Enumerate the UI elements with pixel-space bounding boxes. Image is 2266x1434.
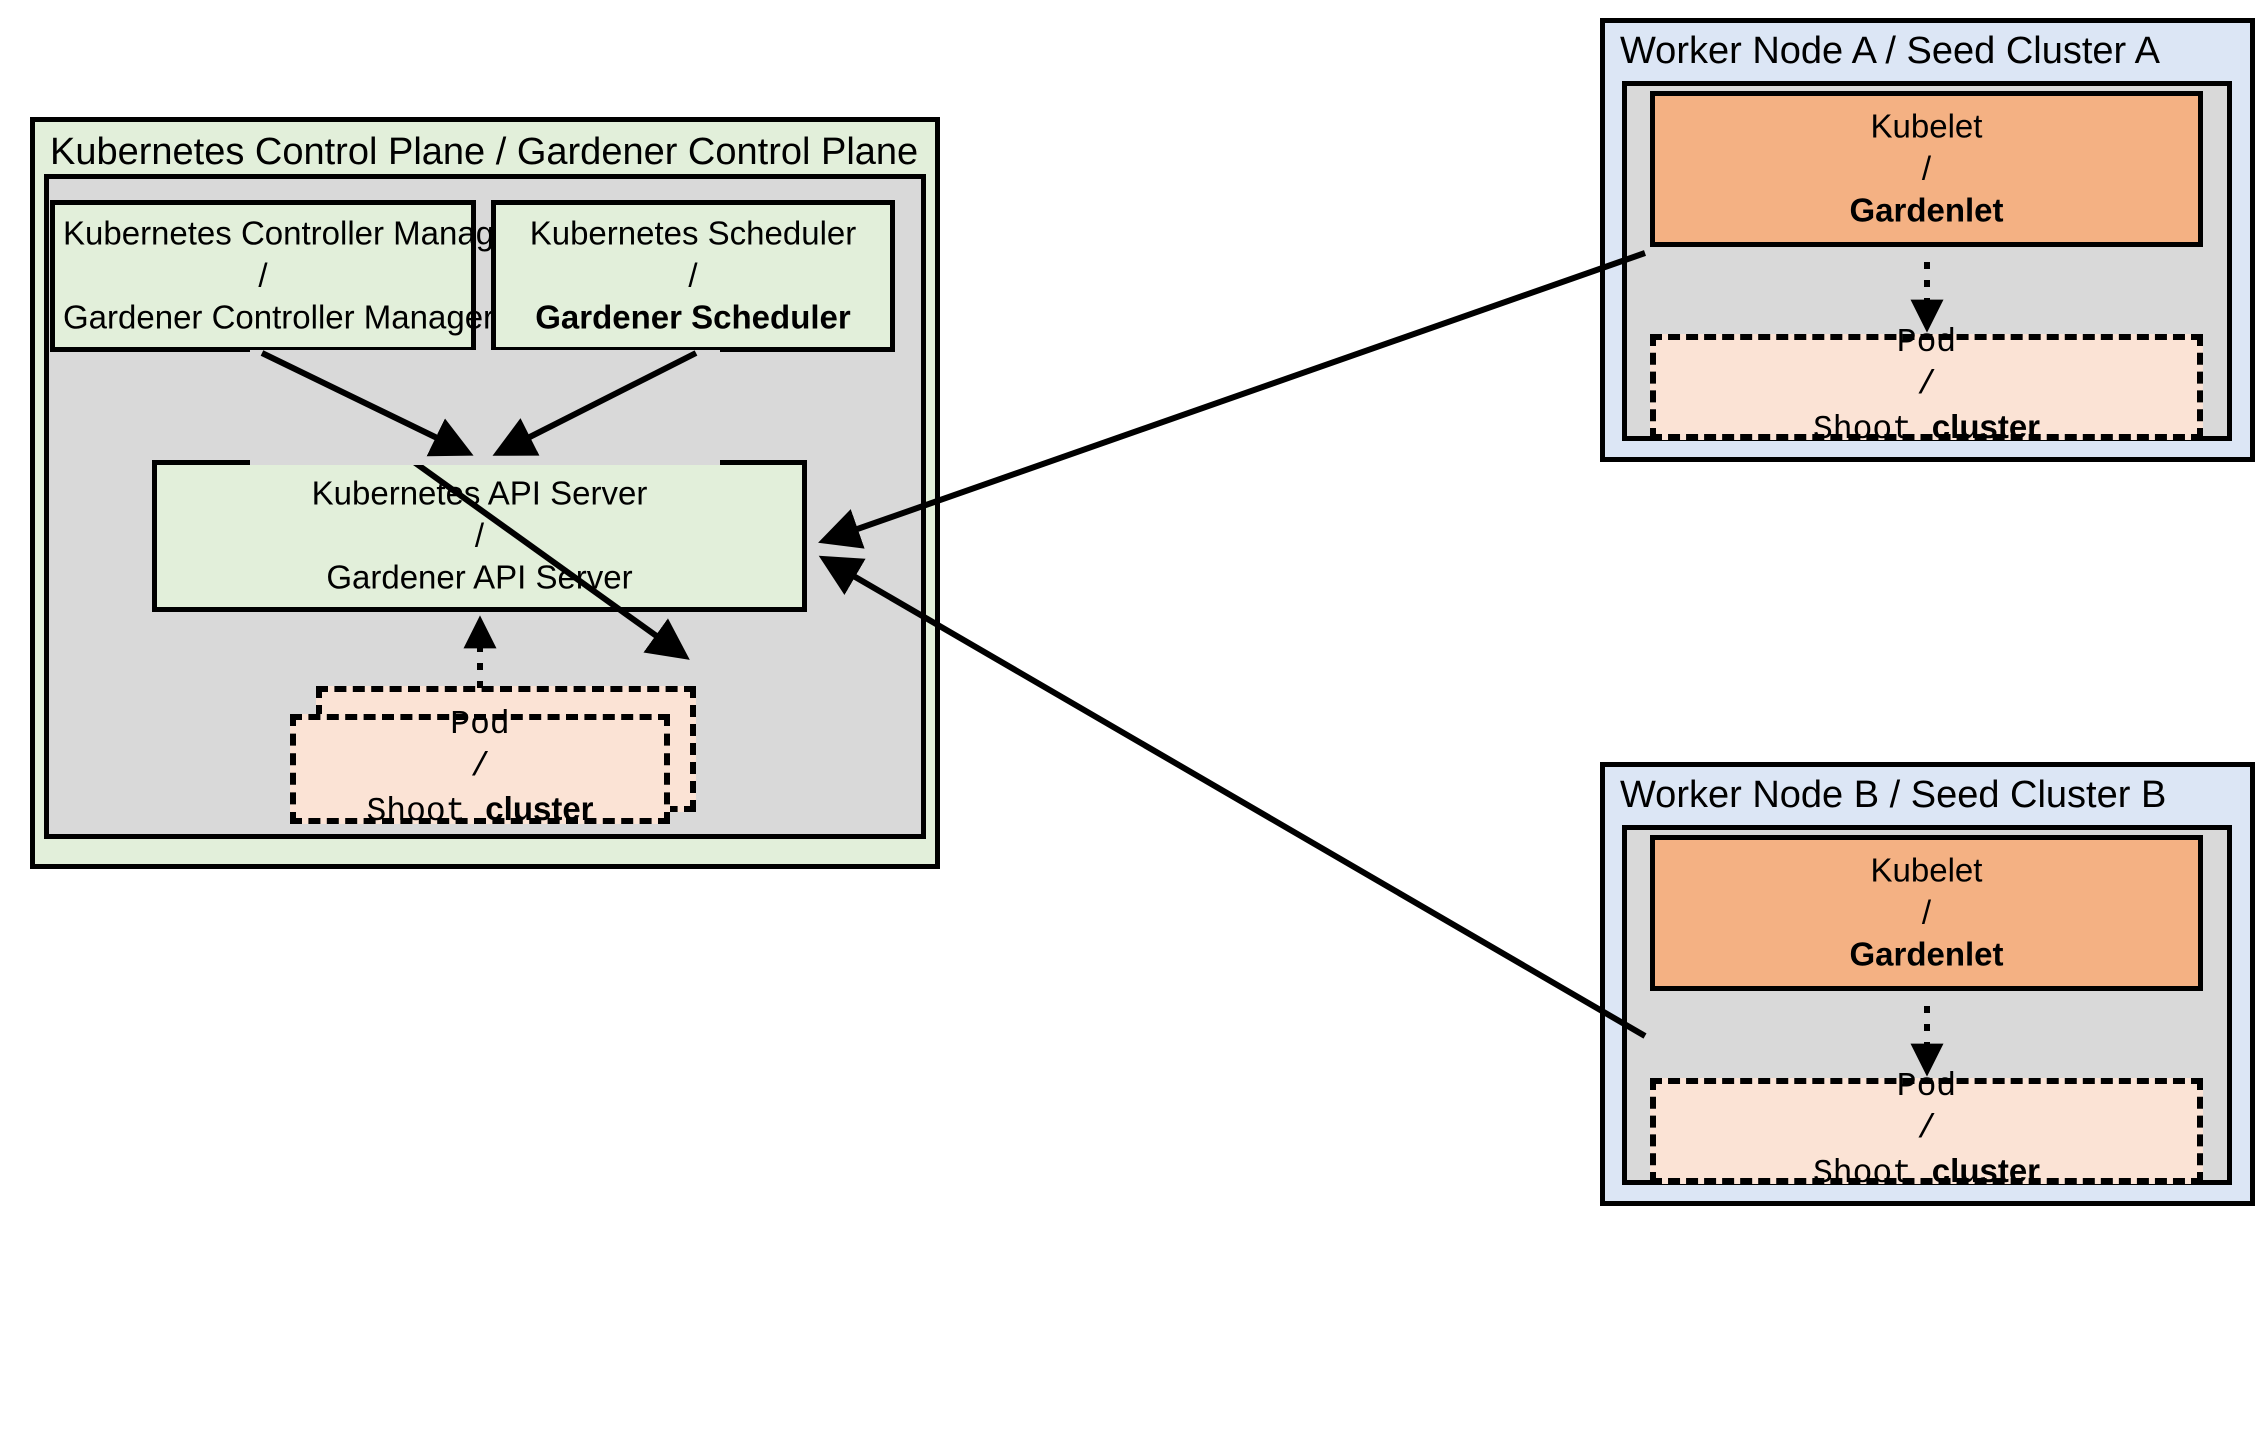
control-plane-pod-box[interactable]: Pod / Shoot cluster [290,706,670,831]
shoot-cluster-line: Shoot cluster [366,790,594,831]
worker-node-b-pod-label: Pod / Shoot cluster [1656,1066,2197,1196]
worker-node-a-pod-label: Pod / Shoot cluster [1656,322,2197,452]
gardenlet-b-label: Kubelet / Gardenlet [1849,851,2004,974]
scheduler-label: Kubernetes Scheduler / Gardener Schedule… [529,214,857,337]
shoot-cluster-line: Shoot cluster [1812,408,2041,449]
controller-manager-label: Kubernetes Controller Manager / Gardener… [63,214,524,337]
kubernetes-api-server-box[interactable]: Kubernetes API Server / Gardener API Ser… [152,460,807,612]
control-plane-pod-label: Pod / Shoot cluster [296,704,664,834]
gardenlet-a-label: Kubelet / Gardenlet [1849,107,2004,230]
worker-node-b-title: Worker Node B / Seed Cluster B [1620,774,2167,816]
worker-node-b-pod-box[interactable]: Pod / Shoot cluster [1650,1068,2203,1193]
worker-node-a-pod-box[interactable]: Pod / Shoot cluster [1650,324,2203,449]
arrow-gardenlet-b-to-api-server [818,555,1647,1039]
control-plane-title: Kubernetes Control Plane / Gardener Cont… [50,131,919,173]
kubernetes-controller-manager-box[interactable]: Kubernetes Controller Manager / Gardener… [50,200,524,352]
worker-node-a-title: Worker Node A / Seed Cluster A [1620,30,2161,72]
api-server-label: Kubernetes API Server / Gardener API Ser… [311,474,648,597]
gardenlet-b-box[interactable]: Kubelet / Gardenlet [1650,835,2203,991]
arrow-gardenlet-a-to-api-server [818,250,1646,549]
gardenlet-a-box[interactable]: Kubelet / Gardenlet [1650,91,2203,247]
kubernetes-scheduler-box[interactable]: Kubernetes Scheduler / Gardener Schedule… [491,200,895,352]
shoot-cluster-line: Shoot cluster [1812,1152,2041,1193]
